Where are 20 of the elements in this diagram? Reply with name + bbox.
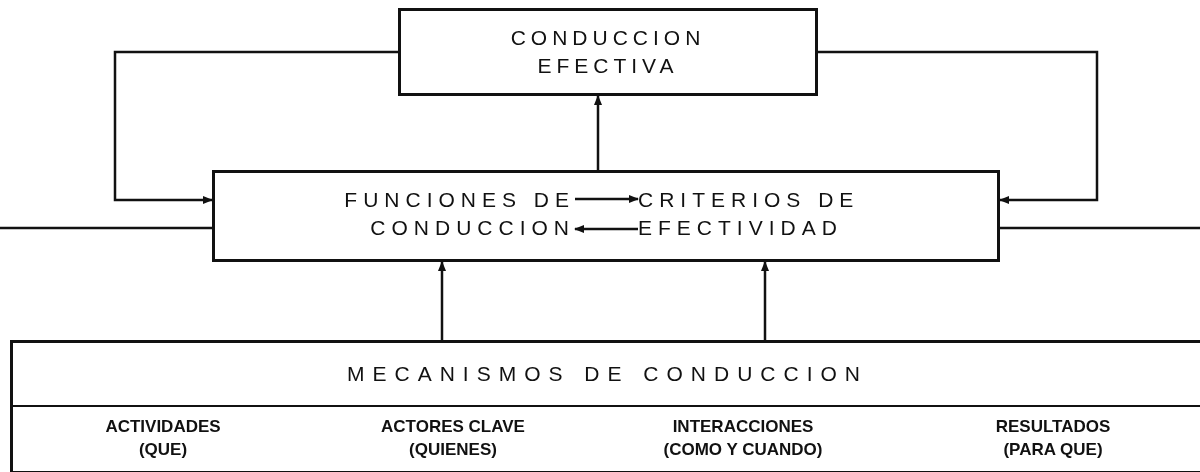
- column-label: ACTIVIDADES (QUE): [104, 416, 222, 461]
- column-label: INTERACCIONES (COMO Y CUANDO): [663, 416, 823, 461]
- column-label: ACTORES CLAVE (QUIENES): [380, 416, 526, 461]
- connector-arrow: [113, 50, 398, 204]
- box-label: CONDUCCION EFECTIVA: [509, 25, 707, 79]
- connector-arrow: [594, 95, 602, 170]
- connector-arrow: [818, 50, 1099, 204]
- mechanisms-table: [10, 340, 1200, 472]
- box-label: CRITERIOS DE EFECTIVIDAD: [638, 187, 861, 241]
- connector-line: [1000, 226, 1200, 230]
- connector-arrow: [438, 261, 446, 340]
- process-box: [398, 8, 818, 96]
- connector-arrow: [761, 261, 769, 340]
- process-box: [212, 170, 1000, 262]
- connector-line: [0, 226, 212, 230]
- table-heading: MECANISMOS DE CONDUCCION: [347, 361, 868, 387]
- connector-arrow: [575, 195, 639, 203]
- connector-arrow: [574, 225, 638, 233]
- column-label: RESULTADOS (PARA QUE): [994, 416, 1112, 461]
- box-label: FUNCIONES DE CONDUCCION: [343, 187, 575, 241]
